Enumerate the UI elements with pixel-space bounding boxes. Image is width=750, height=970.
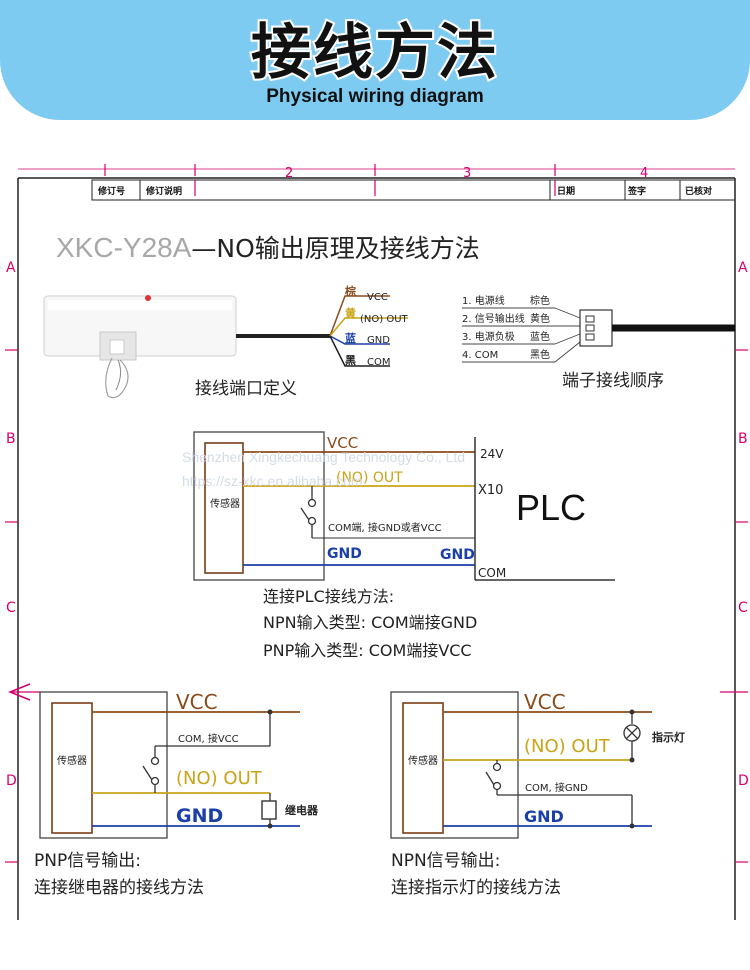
wire-yellow-name: 黄 (345, 306, 356, 320)
side-letter-b-left: B (6, 431, 16, 447)
plc-com-label: COM (478, 566, 506, 580)
diagram-heading: XKC-Y28A—NO输出原理及接线方法 (56, 232, 480, 263)
relay-gnd-label: GND (176, 805, 223, 827)
relay-caption-2: 连接继电器的接线方法 (34, 878, 204, 898)
plc-diagram (193, 431, 615, 581)
side-letter-c-right: C (738, 600, 748, 616)
watermark-url: https://sz-xkc.en.alibaba.com (182, 473, 363, 489)
plc-out-label: (NO) OUT (336, 470, 403, 486)
lamp-load-label: 指示灯 (652, 730, 685, 744)
plc-gnd-right: GND (440, 547, 475, 563)
wire-black-name: 黑 (345, 354, 356, 367)
wire-vcc-label: VCC (367, 292, 388, 303)
drawing-frame (17, 177, 736, 920)
revision-header (91, 179, 736, 201)
plc-gnd-left: GND (327, 546, 362, 562)
banner-title: 接线方法 (249, 16, 499, 90)
plc-caption-1: 连接PLC接线方法: (263, 587, 394, 606)
lamp-caption-2: 连接指示灯的接线方法 (391, 878, 561, 898)
top-ruler (18, 164, 735, 196)
wire-out-label: (NO) OUT (360, 314, 409, 325)
plc-com-note: COM端, 接GND或者VCC (328, 521, 442, 534)
plc-caption-2: NPN输入类型: COM端接GND (263, 613, 477, 632)
wire-brown-name: 棕 (344, 284, 356, 298)
connector-row-4-name: 4. COM (462, 350, 498, 361)
connector-row-2-color: 黄色 (530, 312, 550, 325)
ruler-number-4: 4 (640, 166, 648, 181)
relay-com-note: COM, 接VCC (178, 732, 239, 745)
connector-row-1-name: 1. 电源线 (462, 294, 505, 307)
header-revision-desc: 修订说明 (145, 185, 182, 197)
connector-row-1-color: 棕色 (530, 294, 550, 307)
terminal-caption: 接线端口定义 (195, 379, 297, 399)
connector-order: 1. 电源线 棕色 2. 信号输出线 黄色 3. 电源负极 蓝色 4. COM … (462, 294, 735, 363)
heading-model: XKC-Y28A (56, 232, 192, 263)
plc-caption-3: PNP输入类型: COM端接VCC (263, 641, 472, 660)
lamp-out-label: (NO) OUT (524, 736, 611, 757)
wire-gnd-label: GND (367, 335, 390, 346)
sensor-module-image (43, 295, 330, 399)
connector-caption: 端子接线顺序 (562, 371, 664, 391)
wire-fanout (329, 295, 408, 367)
wire-com-label: COM (367, 357, 390, 368)
side-letter-d-right: D (738, 773, 749, 789)
header-signature: 签字 (627, 185, 646, 197)
plc-title: PLC (516, 487, 586, 528)
connector-row-2-name: 2. 信号输出线 (462, 312, 525, 325)
ruler-number-2: 2 (285, 166, 293, 181)
banner-subtitle: Physical wiring diagram (266, 86, 484, 107)
connector-row-3-name: 3. 电源负极 (462, 330, 515, 343)
lamp-vcc-label: VCC (524, 690, 566, 714)
lamp-sensor-label: 传感器 (408, 754, 438, 767)
relay-diagram (39, 691, 300, 839)
heading-suffix: —NO输出原理及接线方法 (191, 234, 479, 263)
relay-caption-1: PNP信号输出: (34, 851, 141, 871)
header-checked: 已核对 (685, 185, 712, 197)
ruler-number-3: 3 (463, 166, 471, 181)
header-date: 日期 (557, 185, 575, 197)
relay-vcc-label: VCC (176, 690, 218, 714)
side-letter-c-left: C (6, 600, 16, 616)
side-letter-a-right: A (738, 260, 748, 276)
lamp-com-note: COM, 接GND (525, 781, 588, 794)
side-letter-a-left: A (6, 260, 16, 276)
side-markers (5, 349, 748, 863)
relay-sensor-label: 传感器 (57, 754, 87, 767)
relay-load-label: 继电器 (285, 803, 319, 817)
connector-row-3-color: 蓝色 (530, 330, 550, 343)
wire-blue-name: 蓝 (345, 331, 356, 345)
title-banner: 接线方法 Physical wiring diagram (0, 0, 750, 120)
lamp-caption-1: NPN信号输出: (391, 851, 500, 871)
plc-24v-label: 24V (480, 447, 504, 461)
side-letter-d-left: D (6, 773, 17, 789)
plc-vcc-label: VCC (327, 434, 358, 452)
header-revision-no: 修订号 (97, 185, 125, 197)
lamp-diagram (390, 691, 652, 839)
lamp-gnd-label: GND (524, 807, 564, 826)
relay-out-label: (NO) OUT (176, 768, 263, 789)
side-letter-b-right: B (738, 431, 748, 447)
plc-x10-label: X10 (478, 483, 503, 498)
watermark-company: Shenzhen Xingkechuang Technology Co., Lt… (182, 449, 465, 465)
plc-sensor-label: 传感器 (210, 497, 240, 510)
connector-row-4-color: 黑色 (530, 348, 550, 361)
